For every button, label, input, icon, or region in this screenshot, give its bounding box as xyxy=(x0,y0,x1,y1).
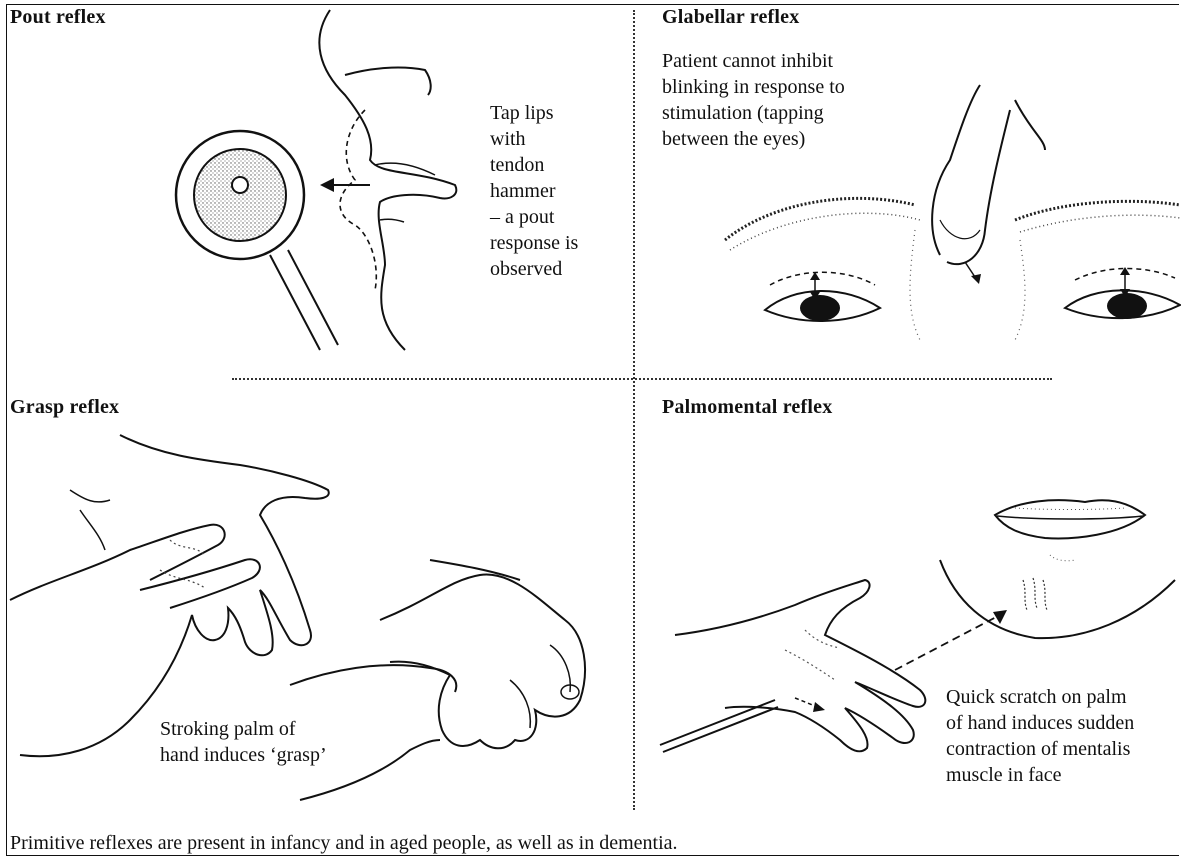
pout-dashed-outline xyxy=(340,110,376,290)
vertical-dotted-divider xyxy=(633,10,635,810)
grasp-reflex-title: Grasp reflex xyxy=(10,396,119,419)
horizontal-dotted-divider xyxy=(232,378,1052,380)
nose-base xyxy=(345,68,431,95)
patient-palm-hand xyxy=(675,580,925,751)
pout-reflex-caption: Tap lips with tendon hammer – a pout res… xyxy=(490,100,578,282)
chin-mark xyxy=(380,219,404,222)
right-eyebrow xyxy=(1015,201,1180,220)
pout-reflex-title: Pout reflex xyxy=(10,6,106,29)
pout-reflex-illustration xyxy=(170,10,470,360)
patient-grasping-hand xyxy=(380,574,585,748)
examiner-hand xyxy=(20,435,329,756)
grasp-reflex-caption: Stroking palm of hand induces ‘grasp’ xyxy=(160,716,327,768)
glabellar-reflex-illustration xyxy=(715,80,1180,350)
left-eyebrow xyxy=(725,198,915,240)
mentalis-contraction-marks xyxy=(1023,578,1047,610)
glabellar-reflex-title: Glabellar reflex xyxy=(662,6,799,29)
palmomental-reflex-title: Palmomental reflex xyxy=(662,396,832,419)
palmomental-reflex-caption: Quick scratch on palm of hand induces su… xyxy=(946,684,1134,788)
scratch-pin xyxy=(660,700,775,745)
face-profile-outline xyxy=(319,10,456,350)
hammer-handle xyxy=(270,250,338,350)
figure-footer-caption: Primitive reflexes are present in infanc… xyxy=(10,832,678,855)
patient-jaw xyxy=(940,560,1175,638)
